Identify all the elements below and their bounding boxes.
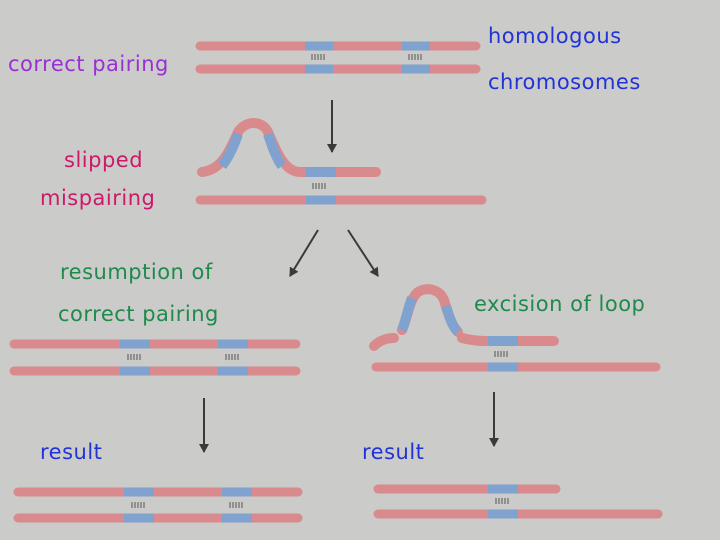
label-resumption-correct-pairing: correct pairing <box>58 302 219 326</box>
label-mispairing: mispairing <box>40 186 156 210</box>
label-homologous: homologous <box>488 24 622 48</box>
label-result-left: result <box>40 440 103 464</box>
arrow-left-branch <box>289 229 319 277</box>
label-excision-of-loop: excision of loop <box>474 292 646 316</box>
label-result-right: result <box>362 440 425 464</box>
arrow-right-branch <box>347 229 379 277</box>
left-result-chromosomes <box>13 487 303 523</box>
resumed-pairing-chromosomes <box>9 339 301 376</box>
label-chromosomes: chromosomes <box>488 70 641 94</box>
top-chromosome-pair <box>195 41 481 74</box>
label-resumption-of: resumption of <box>60 260 213 284</box>
right-result-chromosomes <box>373 484 663 519</box>
slipped-mispairing-chromosomes <box>195 118 487 205</box>
excised-loop-chromosomes <box>369 284 661 372</box>
label-slipped: slipped <box>64 148 144 172</box>
label-correct-pairing: correct pairing <box>8 52 169 76</box>
